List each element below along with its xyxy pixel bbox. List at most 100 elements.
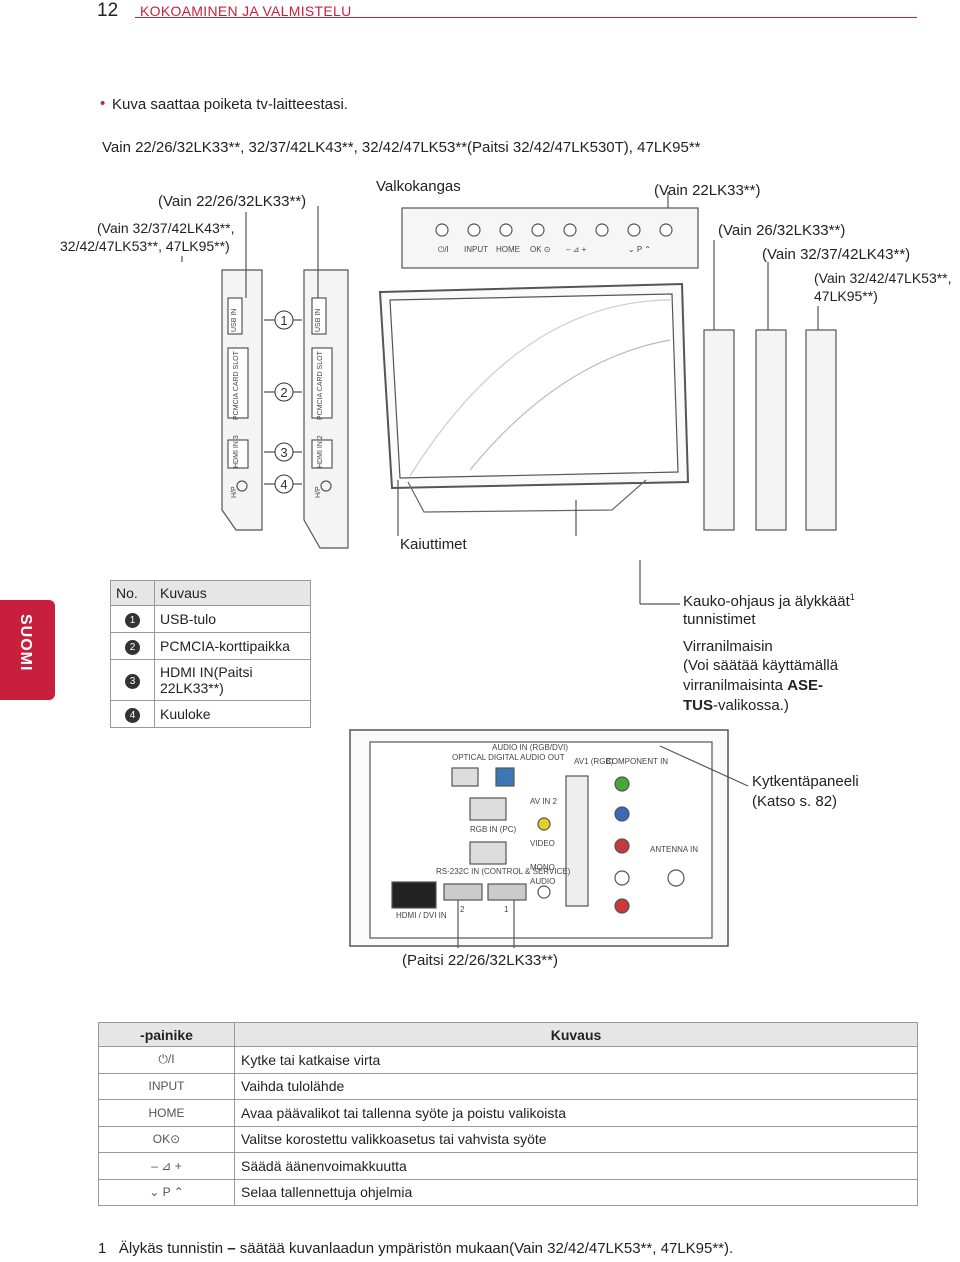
side1-hdmi: HDMI IN 3 xyxy=(233,435,240,468)
label-power-b: (Voi säätää käyttämällä xyxy=(683,657,839,674)
row-desc: PCMCIA-korttipaikka xyxy=(154,632,311,660)
label-connect-b: (Katso s. 82) xyxy=(752,793,838,810)
language-tab-label: SUOMI xyxy=(17,614,34,672)
volume-icon: – ⊿ + xyxy=(98,1152,235,1180)
label-power-a: Virranilmaisin xyxy=(683,638,773,655)
panel-btn-input: INPUT xyxy=(464,245,488,254)
table-row: 1 USB-tulo xyxy=(110,605,311,633)
row-number: 4 xyxy=(125,708,140,723)
section-title: KOKOAMINEN JA VALMISTELU xyxy=(140,3,352,19)
panel-btn-home: HOME xyxy=(496,245,520,254)
jack-mono: MONO xyxy=(530,863,555,872)
label-except: (Paitsi 22/26/32LK33**) xyxy=(402,952,558,969)
language-tab: SUOMI xyxy=(0,600,55,700)
table-row: OK⊙ Valitse korostettu valikkoasetus tai… xyxy=(98,1125,918,1153)
table-row: HOME Avaa päävalikot tai tallenna syöte … xyxy=(98,1099,918,1127)
row-desc: Kytke tai katkaise virta xyxy=(234,1046,918,1074)
models-line: Vain 22/26/32LK33**, 32/37/42LK43**, 32/… xyxy=(102,139,701,156)
footnote: 1 Älykäs tunnistin – säätää kuvanlaadun … xyxy=(98,1240,733,1257)
label-speakers: Kaiuttimet xyxy=(400,536,467,553)
table-row: ⌄ P ⌃ Selaa tallennettuja ohjelmia xyxy=(98,1178,918,1206)
footnote-dash: – xyxy=(227,1240,236,1257)
ok-icon: OK⊙ xyxy=(98,1125,235,1153)
label-sensors: Kauko-ohjaus ja älykkäät1 xyxy=(683,592,855,610)
jack-rgb: RGB IN (PC) xyxy=(470,825,517,834)
label-power-c: virranilmaisinta ASE- xyxy=(683,677,824,694)
row-desc: Vaihda tulolähde xyxy=(234,1072,918,1100)
table-row: 4 Kuuloke xyxy=(110,700,311,728)
row-desc: Avaa päävalikot tai tallenna syöte ja po… xyxy=(234,1099,918,1127)
row-desc: HDMI IN(Paitsi 22LK33**) xyxy=(154,659,311,701)
side1-usb: USB IN xyxy=(231,309,238,332)
row-desc: USB-tulo xyxy=(154,605,311,633)
port-table-head-desc: Kuvaus xyxy=(154,580,311,606)
row-desc: Valitse korostettu valikkoasetus tai vah… xyxy=(234,1125,918,1153)
program-icon: ⌄ P ⌃ xyxy=(98,1178,235,1206)
jack-av2: AV IN 2 xyxy=(530,797,558,806)
label-r1: (Vain 26/32LK33**) xyxy=(718,222,846,239)
row-desc: Selaa tallennettuja ohjelmia xyxy=(234,1178,918,1206)
row-number: 3 xyxy=(125,674,140,689)
label-side-b: 32/42/47LK53**, 47LK95**) xyxy=(60,238,230,254)
label-connect-a: Kytkentäpaneeli xyxy=(752,773,859,790)
power-icon: ⏻/I xyxy=(98,1046,235,1074)
jack-rs232: RS-232C IN (CONTROL & SERVICE) xyxy=(436,867,571,876)
row-number: 1 xyxy=(125,613,140,628)
side1-pcmcia: PCMCIA CARD SLOT xyxy=(233,350,240,420)
jack-antenna: ANTENNA IN xyxy=(650,845,698,854)
callout-3: 3 xyxy=(280,445,287,460)
panel-btn-prog: ⌄ P ⌃ xyxy=(628,245,651,254)
jack-audio-in: AUDIO IN (RGB/DVI) xyxy=(492,743,568,752)
label-power-d: TUS-valikossa.) xyxy=(683,697,789,714)
jack-av1: AV1 (RGB) xyxy=(574,757,614,766)
panel-btn-power: ⏻/I xyxy=(438,245,449,254)
jack-hdmi-1: 1 xyxy=(504,905,509,914)
label-r3a: (Vain 32/42/47LK53**, xyxy=(814,270,952,286)
label-sensors-b: tunnistimet xyxy=(683,611,756,628)
side2-hp: H/P xyxy=(315,486,322,498)
side2-pcmcia: PCMCIA CARD SLOT xyxy=(317,350,324,420)
table-row: 3 HDMI IN(Paitsi 22LK33**) xyxy=(110,659,311,701)
jack-optical: OPTICAL DIGITAL AUDIO OUT xyxy=(452,753,565,762)
jack-component: COMPONENT IN xyxy=(606,757,668,766)
side2-usb: USB IN xyxy=(315,309,322,332)
side2-hdmi: HDMI IN 2 xyxy=(317,435,324,468)
jack-hdmi-2: 2 xyxy=(460,905,465,914)
jack-video: VIDEO xyxy=(530,839,555,848)
table-row: 2 PCMCIA-korttipaikka xyxy=(110,632,311,660)
jack-hdmi: HDMI / DVI IN xyxy=(396,911,447,920)
row-number: 2 xyxy=(125,640,140,655)
port-table: No. Kuvaus 1 USB-tulo 2 PCMCIA-korttipai… xyxy=(110,580,311,728)
port-table-head-no: No. xyxy=(110,580,155,606)
footnote-term: Älykäs tunnistin xyxy=(118,1240,224,1257)
callout-1: 1 xyxy=(280,313,287,328)
home-icon: HOME xyxy=(98,1099,235,1127)
callout-2: 2 xyxy=(280,385,287,400)
header-rule xyxy=(135,17,917,18)
panel-btn-ok: OK ⊙ xyxy=(530,245,550,254)
label-top-panel: (Vain 22LK33**) xyxy=(654,182,761,199)
callout-4: 4 xyxy=(280,477,287,492)
jack-audio: AUDIO xyxy=(530,877,555,886)
row-desc: Säädä äänenvoimakkuutta xyxy=(234,1152,918,1180)
table-row: INPUT Vaihda tulolähde xyxy=(98,1072,918,1100)
input-icon: INPUT xyxy=(98,1072,235,1100)
table-row: ⏻/I Kytke tai katkaise virta xyxy=(98,1046,918,1074)
button-table-head-button: -painike xyxy=(98,1022,235,1047)
label-r3b: 47LK95**) xyxy=(814,288,878,304)
button-table-head-desc: Kuvaus xyxy=(234,1022,918,1047)
label-screen: Valkokangas xyxy=(376,178,461,195)
side1-hp: H/P xyxy=(231,486,238,498)
footnote-text: säätää kuvanlaadun ympäristön mukaan(Vai… xyxy=(239,1240,734,1257)
table-row: – ⊿ + Säädä äänenvoimakkuutta xyxy=(98,1152,918,1180)
footnote-number: 1 xyxy=(98,1240,107,1257)
row-desc: Kuuloke xyxy=(154,700,311,728)
button-table: -painike Kuvaus ⏻/I Kytke tai katkaise v… xyxy=(98,1022,918,1206)
page-number: 12 xyxy=(97,0,119,21)
label-side-a: (Vain 32/37/42LK43**, xyxy=(97,220,235,236)
label-side-22lk33: (Vain 22/26/32LK33**) xyxy=(158,193,307,210)
label-r2: (Vain 32/37/42LK43**) xyxy=(762,246,911,263)
image-note: Kuva saattaa poiketa tv-laitteestasi. xyxy=(100,95,348,113)
panel-btn-vol: – ⊿ + xyxy=(566,245,587,254)
